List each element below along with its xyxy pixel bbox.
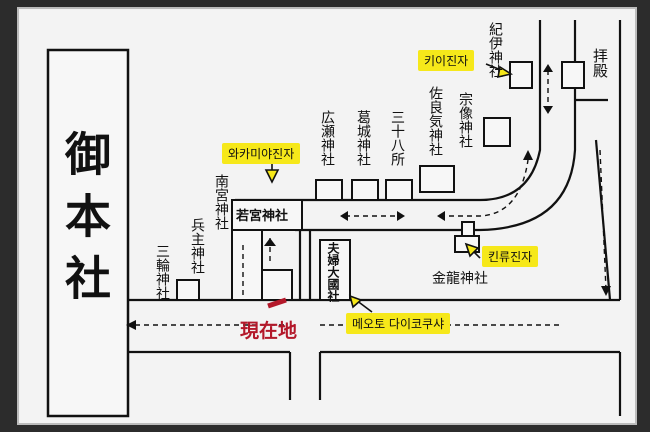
saraki-building [419,165,455,193]
meoto-building [319,239,351,301]
callout-meoto[interactable]: 메오토 다이코쿠샤 [346,313,451,334]
label-sanrin: 三輪神社 [154,244,170,300]
label-haiden: 拝殿 [591,48,609,78]
sanrin-building [176,279,200,301]
label-sanjuhachi: 三十八所 [389,110,405,166]
katsuragi-building [351,179,379,201]
label-saraki: 佐良気神社 [427,86,443,156]
label-kinryu: 金龍神社 [432,271,488,287]
haiden-building [561,61,585,89]
label-wakamiya: 若宮神社 [236,209,289,224]
kii-building [509,61,533,89]
current-location-label: 現在地 [240,320,298,342]
current-location-marker [267,297,287,309]
munakata-building [483,117,511,147]
callout-wakamiya[interactable]: 와카미야진자 [222,143,301,164]
main-shrine-box [46,48,130,418]
wakamiya-building [231,199,303,231]
hirose-building [315,179,343,201]
label-kii: 紀伊神社 [487,22,503,78]
callout-kinryu[interactable]: 킨류진자 [482,246,539,267]
callout-kii[interactable]: 키이진자 [418,50,475,71]
label-meoto: 夫婦大國社 [326,242,340,302]
label-hirose: 広瀬神社 [319,110,335,166]
label-munakata: 宗像神社 [457,92,473,148]
label-hyoshu: 兵主神社 [189,218,205,274]
sanjuhachi-building [385,179,413,201]
main-shrine-title: 御本社 [58,130,112,316]
label-nangu: 南宮神社 [213,174,229,230]
label-katsuragi: 葛城神社 [355,110,371,166]
